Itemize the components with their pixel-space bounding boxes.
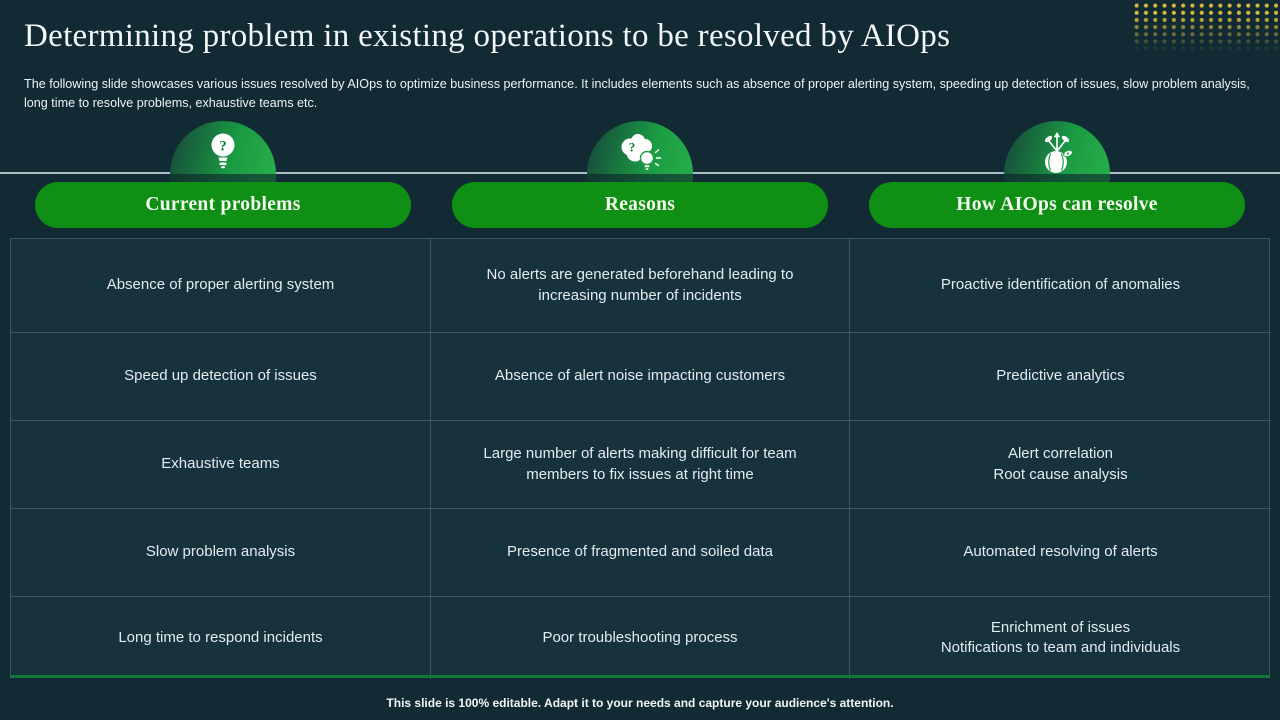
brain-idea-icon: ? [616, 131, 664, 178]
table-cell: Enrichment of issues Notifications to te… [940, 618, 1181, 656]
comparison-table: Absence of proper alerting system No ale… [10, 238, 1271, 679]
table-cell: Absence of alert noise impacting custome… [431, 333, 850, 421]
column-header-pill-current-problems[interactable]: Current problems [35, 182, 411, 228]
growth-plant-icon [1037, 131, 1077, 180]
table-cell: Predictive analytics [850, 333, 1271, 421]
lightbulb-question-icon: ? [204, 131, 242, 178]
table-cell: Large number of alerts making difficult … [431, 421, 850, 509]
table-cell: Poor troubleshooting process [431, 597, 850, 679]
svg-text:?: ? [629, 140, 636, 155]
table-cell: Speed up detection of issues [11, 333, 431, 421]
table-cell: Exhaustive teams [11, 421, 431, 509]
table-cell: Presence of fragmented and soiled data [431, 509, 850, 597]
table-cell: Slow problem analysis [11, 509, 431, 597]
table-cell: Absence of proper alerting system [11, 239, 431, 333]
table-cell: Automated resolving of alerts [850, 509, 1271, 597]
table-cell: No alerts are generated beforehand leadi… [431, 239, 850, 333]
dot-pattern-decoration [1132, 2, 1278, 52]
svg-text:?: ? [219, 139, 227, 155]
table-cell: Proactive identification of anomalies [850, 239, 1271, 333]
table-cell: Long time to respond incidents [11, 597, 431, 679]
page-subtitle: The following slide showcases various is… [24, 77, 1250, 110]
page-title: Determining problem in existing operatio… [24, 18, 951, 54]
column-header-pill-reasons[interactable]: Reasons [452, 182, 828, 228]
column-header-pill-how-aiops-can-resolve[interactable]: How AIOps can resolve [869, 182, 1245, 228]
table-cell: Alert correlation Root cause analysis [850, 421, 1271, 509]
footer-note: This slide is 100% editable. Adapt it to… [386, 696, 894, 710]
